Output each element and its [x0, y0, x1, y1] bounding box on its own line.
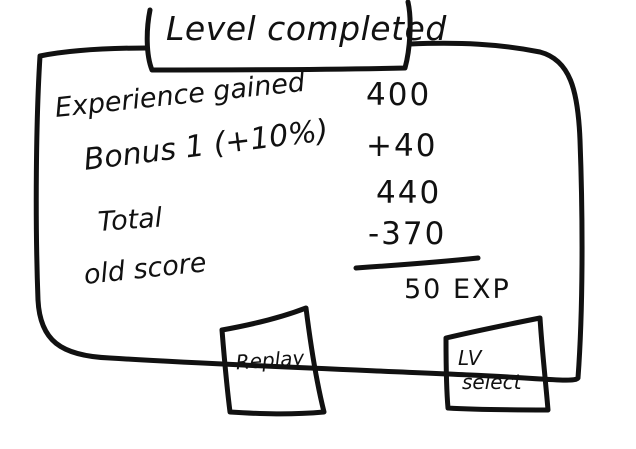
- total-value: 440: [376, 175, 442, 211]
- replay-button[interactable]: Replay: [234, 345, 306, 375]
- old-score-value: -370: [368, 216, 447, 252]
- level-select-button[interactable]: LV select: [452, 344, 542, 404]
- level-select-line-1: LV: [458, 346, 482, 370]
- result-divider: [353, 255, 481, 271]
- level-select-button-outline: [443, 315, 551, 413]
- total-label: Total: [96, 202, 164, 238]
- bonus-value: +40: [366, 128, 438, 164]
- panel-outline: [33, 40, 585, 383]
- title-tab-outline: [144, 0, 413, 73]
- level-completed-title: Level completed: [166, 9, 447, 48]
- level-select-line-2: select: [462, 370, 522, 394]
- replay-button-outline: [219, 305, 327, 417]
- experience-gained-value: 400: [366, 77, 432, 113]
- result-exp-value: 50 EXP: [404, 274, 511, 305]
